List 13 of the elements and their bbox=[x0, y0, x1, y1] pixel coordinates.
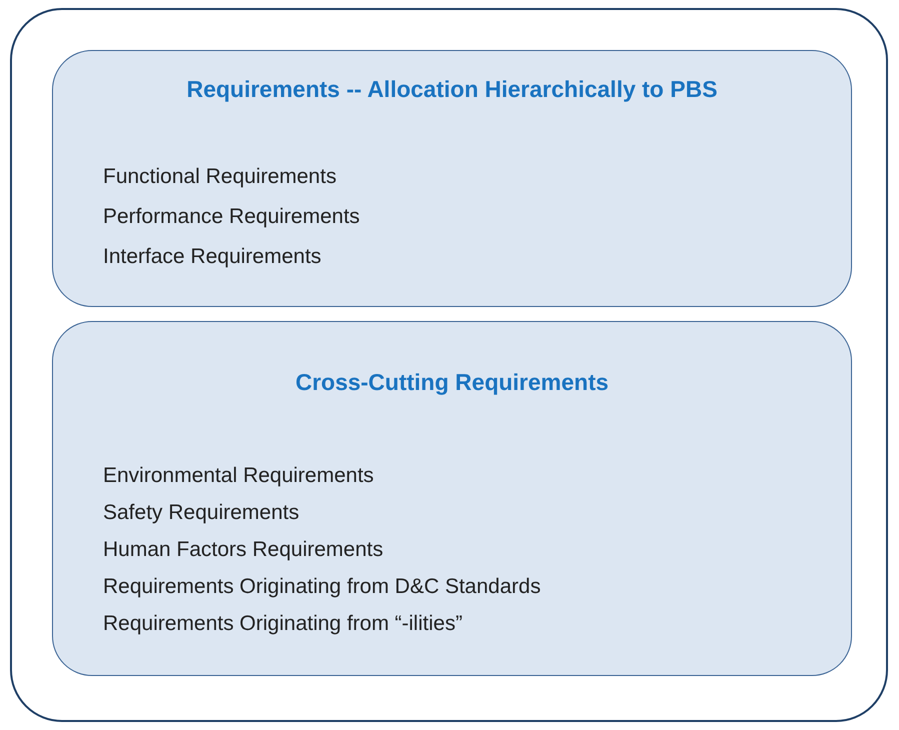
requirement-item: Functional Requirements bbox=[103, 165, 336, 189]
requirement-item: Requirements Originating from D&C Standards bbox=[103, 575, 541, 599]
panel-heading: Cross-Cutting Requirements bbox=[294, 368, 610, 397]
requirement-item: Human Factors Requirements bbox=[103, 538, 384, 562]
requirement-item: Performance Requirements bbox=[103, 205, 360, 229]
requirement-item: Safety Requirements bbox=[103, 501, 300, 525]
outer-panel bbox=[10, 8, 888, 722]
requirement-item: Environmental Requirements bbox=[103, 464, 374, 488]
requirement-item: Requirements Originating from “-ilities” bbox=[103, 612, 462, 636]
requirement-item: Interface Requirements bbox=[103, 245, 322, 269]
panel-heading: Requirements -- Allocation Hierarchically to PBS bbox=[186, 75, 718, 104]
requirements-panel bbox=[52, 50, 852, 307]
requirements-panel bbox=[52, 321, 852, 676]
